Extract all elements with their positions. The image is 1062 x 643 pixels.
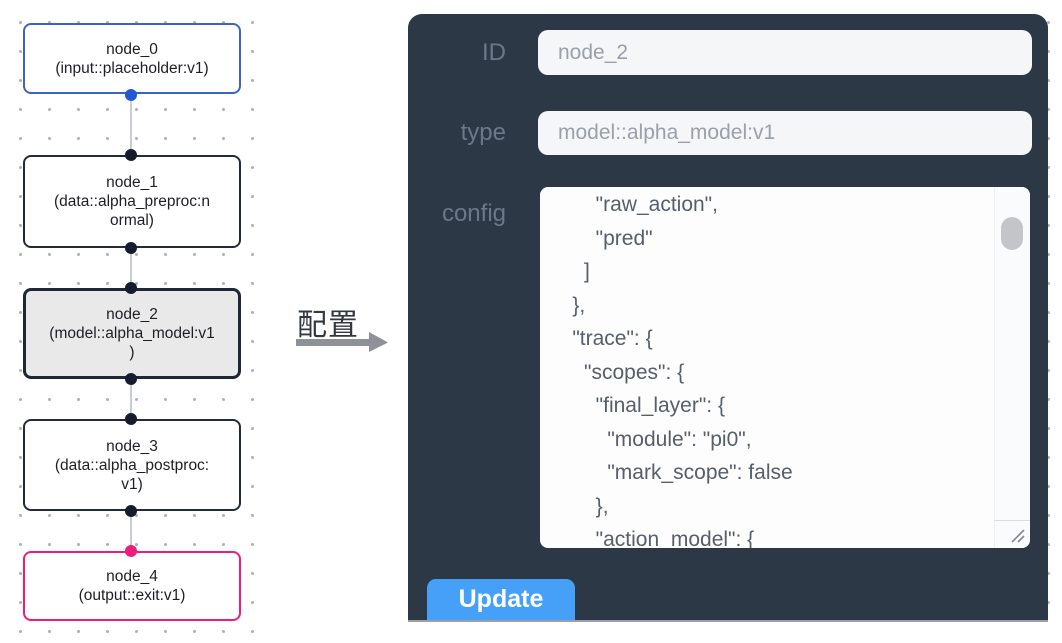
id-input[interactable] [538, 30, 1032, 75]
flow-node-node_1[interactable]: node_1 (data::alpha_preproc:n ormal) [23, 155, 241, 248]
type-input[interactable] [538, 111, 1032, 155]
edge-node2-node3 [130, 379, 132, 419]
edge-node1-node2 [130, 248, 132, 288]
port-dot-node0-out[interactable] [125, 89, 137, 101]
port-dot-node1-in[interactable] [125, 149, 137, 161]
edge-node3-node4 [130, 511, 132, 551]
edge-node0-node1 [130, 95, 132, 155]
flow-node-node_2-selected[interactable]: node_2 (model::alpha_model:v1 ) [23, 288, 241, 379]
flow-node-node_3[interactable]: node_3 (data::alpha_postproc: v1) [23, 419, 241, 511]
flow-node-node_0[interactable]: node_0 (input::placeholder:v1) [23, 23, 241, 94]
node-title: node_0 [106, 40, 158, 58]
port-dot-node3-out[interactable] [125, 505, 137, 517]
scrollbar-track[interactable] [994, 187, 1030, 548]
port-dot-node4-in[interactable] [125, 545, 137, 557]
port-dot-node2-in[interactable] [125, 282, 137, 294]
right-arrow-icon [296, 332, 388, 352]
node-title: node_1 [106, 174, 158, 191]
config-json-content: "raw_action", "pred" ] }, "trace": { "sc… [572, 193, 793, 548]
node-title: node_2 [106, 306, 158, 323]
node-subtitle: (output::exit:v1) [78, 587, 186, 604]
node-subtitle: (input::placeholder:v1) [55, 59, 209, 77]
config-field-label: config [441, 200, 506, 227]
port-dot-node2-out[interactable] [125, 373, 137, 385]
id-field-label: ID [482, 39, 506, 66]
node-subtitle: (data::alpha_preproc:n ormal) [54, 193, 210, 229]
update-button-label: Update [458, 585, 544, 613]
node-config-panel: ID type config "raw_action", "pred" ] },… [408, 14, 1048, 622]
flow-node-node_4[interactable]: node_4 (output::exit:v1) [23, 551, 241, 621]
port-dot-node1-out[interactable] [125, 242, 137, 254]
node-subtitle: (model::alpha_model:v1 ) [49, 325, 215, 361]
configure-annotation-label: 配置 [297, 309, 359, 342]
node-title: node_3 [106, 437, 158, 455]
update-button[interactable]: Update [427, 579, 575, 620]
node-subtitle: (data::alpha_postproc: v1) [54, 456, 210, 493]
type-field-label: type [460, 119, 506, 146]
port-dot-node3-in[interactable] [125, 413, 137, 425]
resize-handle-icon[interactable] [994, 520, 1030, 548]
config-json-textarea[interactable]: "raw_action", "pred" ] }, "trace": { "sc… [540, 187, 1030, 548]
scrollbar-thumb[interactable] [1001, 217, 1023, 250]
node-title: node_4 [106, 568, 158, 585]
